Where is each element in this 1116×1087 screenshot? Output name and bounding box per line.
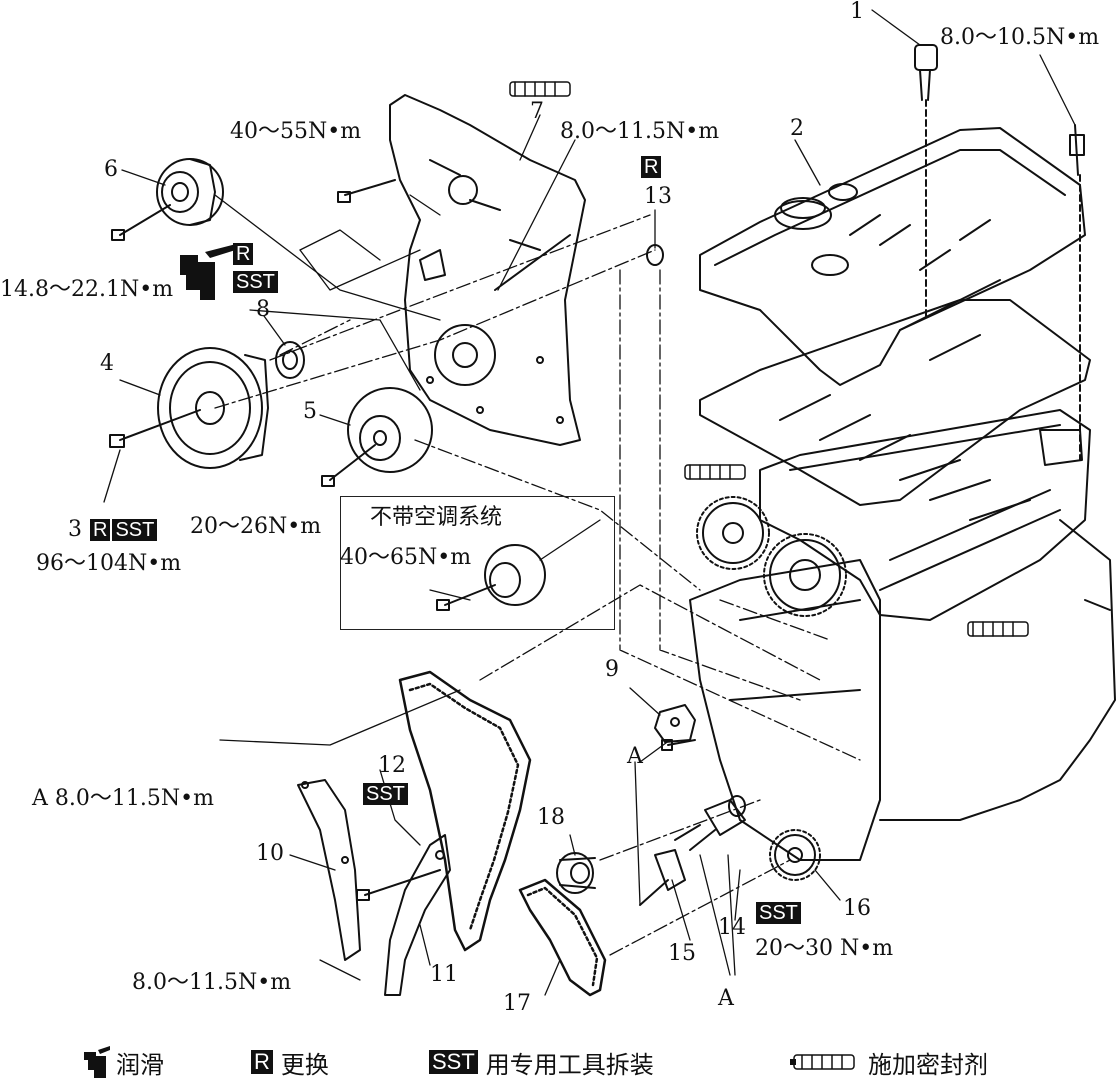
- torque-top-right: 8.0～10.5N•m: [940, 25, 1100, 50]
- idler-pulley-6: [111, 158, 224, 241]
- badge-r-13: R: [640, 155, 662, 179]
- replace-badge: R: [251, 1050, 273, 1074]
- callout-6: 6: [104, 157, 118, 182]
- torque-guide: 8.0～11.5N•m: [132, 970, 292, 995]
- replace-badge: R: [233, 243, 254, 265]
- special-tool-badge: SST: [756, 902, 801, 924]
- callout-4: 4: [100, 351, 114, 376]
- torque-cover-bolt: 40～55N•m: [230, 119, 362, 144]
- no-ac-idler: [436, 544, 546, 611]
- parts-14-15: [639, 795, 746, 906]
- sst-near-6: SST: [232, 270, 279, 294]
- vvt-sprocket: [763, 533, 847, 617]
- cylinder-head-cover: [699, 127, 1086, 386]
- sealant-icon: [790, 1054, 855, 1070]
- oil-pump-chain-17: [518, 878, 607, 997]
- legend-lubricate-label: 润滑: [116, 1050, 164, 1079]
- legend-sealant: 施加密封剂: [790, 1045, 988, 1079]
- timing-chain-12: [398, 670, 532, 952]
- lubrication-icon: [84, 1046, 110, 1078]
- legend-replace: R 更换: [250, 1045, 329, 1079]
- special-tool-badge: SST: [112, 519, 158, 541]
- sst-near-16: SST: [755, 901, 802, 925]
- callout-11: 11: [430, 962, 458, 987]
- lubrication-icon-near-6: [180, 243, 242, 300]
- callout-2: 2: [790, 116, 804, 141]
- sst-near-12: SST: [362, 782, 409, 806]
- callout-12: 12: [378, 753, 406, 778]
- idler-pulley-5: [321, 387, 433, 487]
- torque-a: A 8.0～11.5N•m: [32, 786, 214, 811]
- legend-special-tool: SST 用专用工具拆装: [428, 1045, 654, 1079]
- sensor-part-1: [914, 44, 938, 321]
- torque-idler-6: 14.8～22.1N•m: [0, 277, 174, 302]
- special-tool-badge: SST: [363, 783, 408, 805]
- sealant-tubes: [509, 81, 1029, 637]
- chain-guide-10: [297, 779, 361, 961]
- callout-13: 13: [644, 184, 672, 209]
- tensioner-9: [654, 704, 696, 743]
- cover-gasket: [699, 299, 1091, 506]
- callout-a-bottom: A: [718, 986, 734, 1011]
- bolt-a: [661, 739, 696, 751]
- callout-3: 3: [68, 517, 82, 542]
- callout-9: 9: [605, 657, 619, 682]
- engine-block: [689, 519, 1116, 861]
- no-ac-title: 不带空调系统: [370, 505, 503, 530]
- timing-chain-cover: [389, 94, 586, 446]
- no-ac-box: [340, 496, 615, 630]
- replace-badge: R: [641, 156, 662, 178]
- special-tool-badge: SST: [233, 271, 278, 293]
- legend-special-tool-label: 用专用工具拆装: [485, 1050, 654, 1079]
- leader-lines: [103, 9, 1076, 996]
- torque-crank-pulley: 96～104N•m: [36, 551, 182, 576]
- callout-16: 16: [843, 896, 871, 921]
- oil-seal-8: [275, 341, 305, 379]
- legend-sealant-label: 施加密封剂: [868, 1050, 988, 1079]
- sensor-top-right: [1069, 124, 1085, 461]
- callout-17: 17: [503, 991, 531, 1016]
- callout-14: 14: [718, 915, 746, 940]
- badges-near-6: R: [232, 242, 254, 266]
- torque-cover-small: 8.0～11.5N•m: [560, 119, 720, 144]
- callout-a-top: A: [627, 744, 643, 769]
- callout-18: 18: [537, 805, 565, 830]
- callout-15: 15: [668, 941, 696, 966]
- crank-pulley-4: [109, 347, 269, 469]
- callout-1: 1: [850, 0, 864, 24]
- callout-5: 5: [303, 399, 317, 424]
- crank-sprocket: [769, 829, 821, 881]
- special-tool-badge: SST: [429, 1050, 478, 1074]
- torque-no-ac: 40～65N•m: [340, 545, 472, 570]
- torque-sprocket: 20～30 N•m: [755, 936, 894, 961]
- cam-sprocket-left: [696, 496, 770, 570]
- cover-bolts: [337, 179, 571, 291]
- callout-7: 7: [530, 99, 544, 124]
- sprocket-18: [556, 852, 596, 894]
- replace-badge: R: [90, 519, 111, 541]
- callout-8: 8: [256, 297, 270, 322]
- torque-idler-5: 20～26N•m: [190, 514, 322, 539]
- legend-lubricate: 润滑: [82, 1045, 164, 1079]
- callout-10: 10: [256, 841, 284, 866]
- tensioner-arm-11: [356, 834, 451, 996]
- legend-replace-label: 更换: [280, 1050, 329, 1079]
- alignment-lines: [214, 214, 861, 956]
